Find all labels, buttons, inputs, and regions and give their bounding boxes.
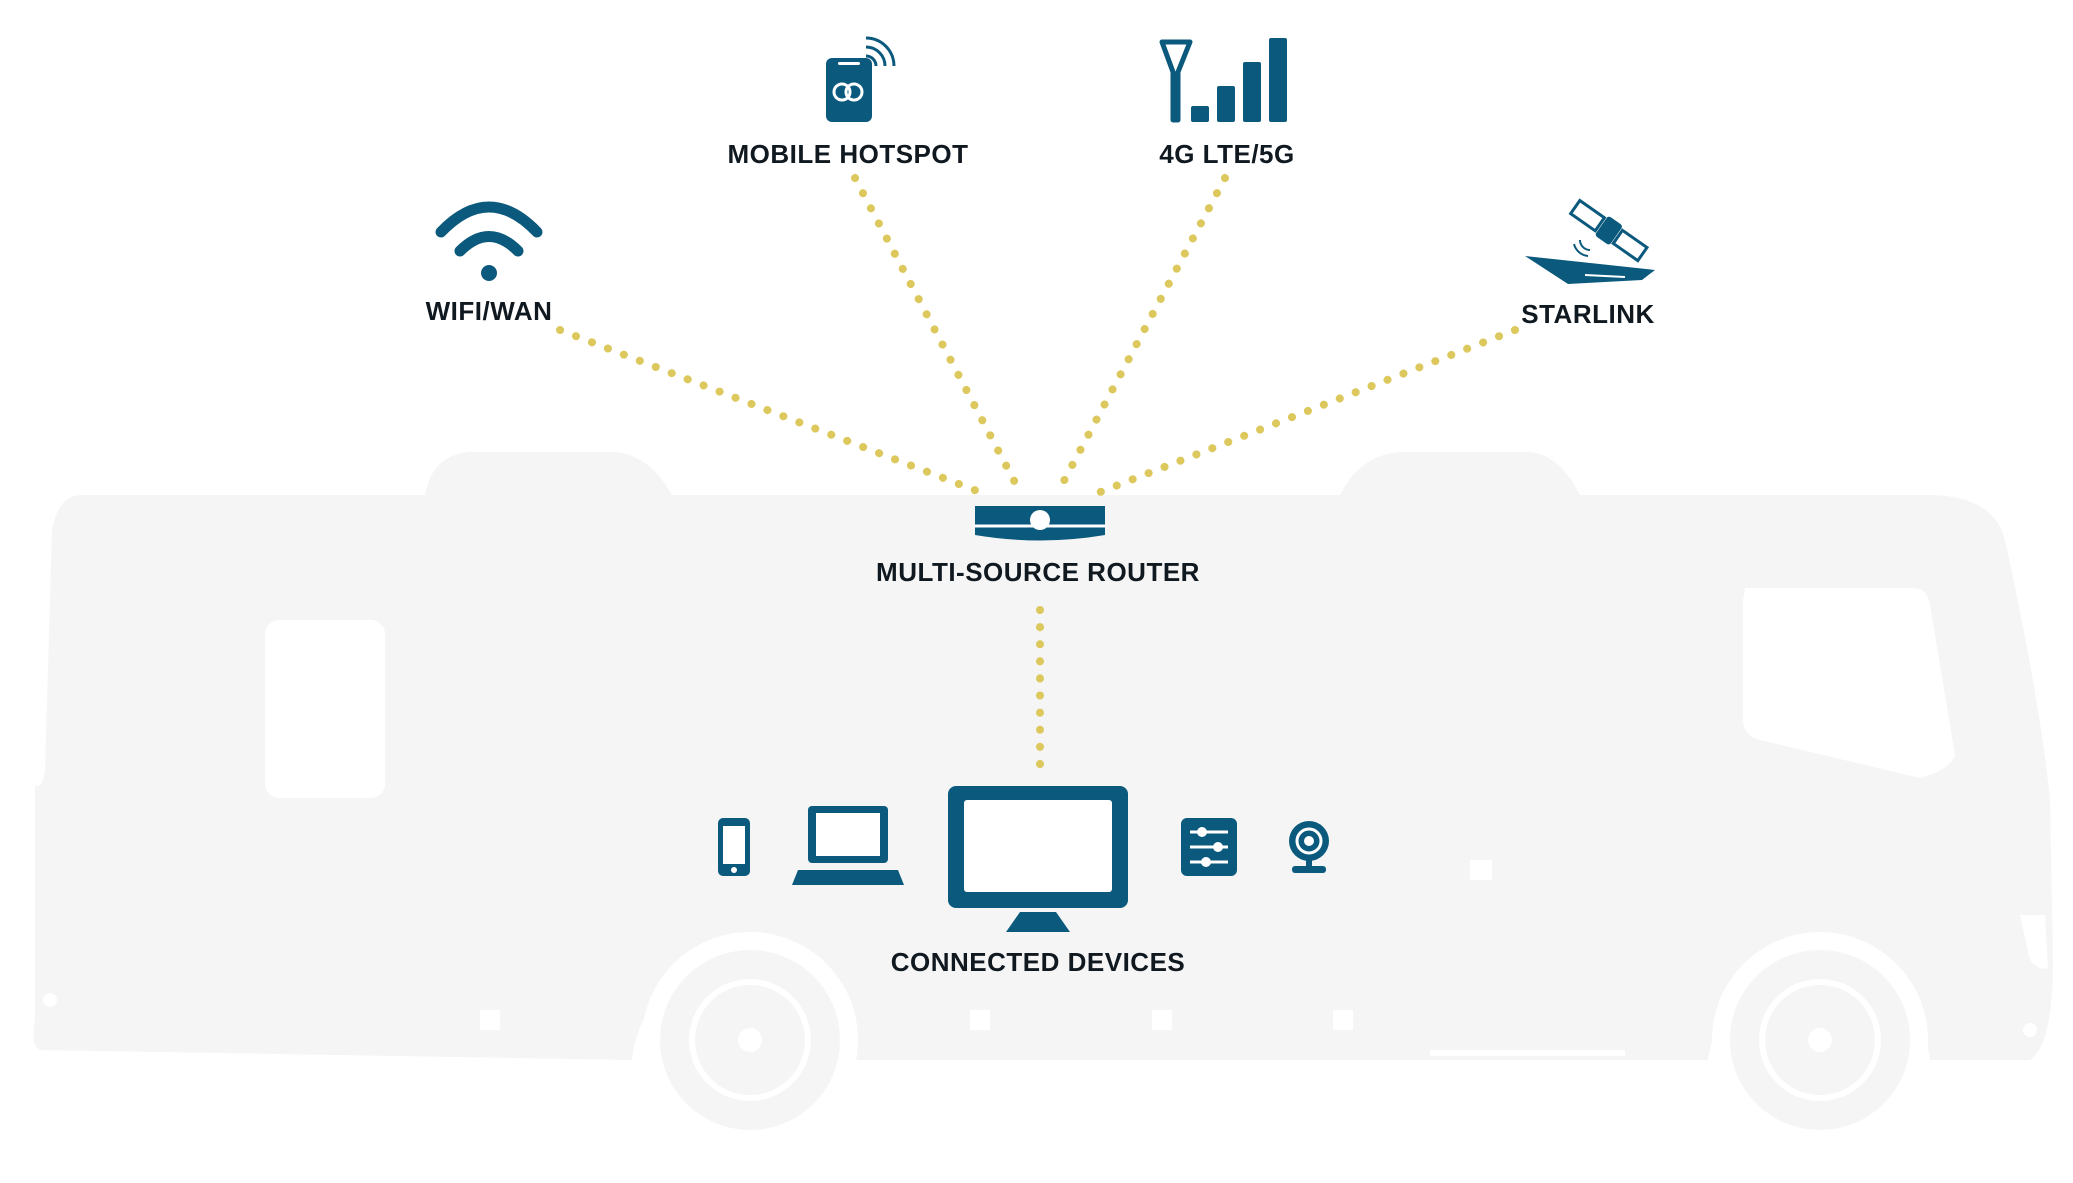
control-panel-icon — [1181, 818, 1237, 876]
label-mobile-hotspot: MOBILE HOTSPOT — [727, 139, 969, 169]
label-wifi-wan: WIFI/WAN — [425, 296, 553, 326]
rv-step — [1430, 1050, 1625, 1056]
monitor-icon — [948, 786, 1128, 932]
connection-links — [556, 174, 1519, 779]
label-connected-devices: CONNECTED DEVICES — [890, 947, 1186, 977]
rv-side-window — [265, 620, 385, 798]
wifi-icon — [435, 201, 543, 281]
label-4g-lte-5g: 4G LTE/5G — [1159, 139, 1295, 169]
link-lte_5g-to-router — [1054, 174, 1229, 496]
smartphone-icon — [718, 818, 750, 876]
cell-signal-icon — [1159, 38, 1287, 123]
link-starlink-to-router — [1086, 326, 1519, 500]
rv-marker-light — [1470, 860, 1492, 880]
rv-marker-light — [970, 1010, 990, 1030]
rv-rear-wheel — [642, 932, 858, 1148]
rv-windshield — [1743, 588, 1955, 778]
webcam-icon — [1289, 821, 1329, 873]
rv-body — [33, 452, 2053, 1060]
mobile-hotspot-icon — [826, 36, 896, 122]
rv-marker-light — [1333, 1010, 1353, 1030]
link-mobile_hotspot-to-router — [851, 174, 1024, 496]
rv-nose-light — [2020, 915, 2048, 969]
rv-tail-light — [43, 993, 57, 1007]
router-icon — [975, 506, 1105, 541]
rv-marker-light — [480, 1010, 500, 1030]
rv-marker-light — [1152, 1010, 1172, 1030]
satellite-icon — [1525, 198, 1655, 284]
label-multi-source-router: MULTI-SOURCE ROUTER — [876, 557, 1200, 587]
laptop-icon — [792, 806, 904, 885]
rv-front-wheel — [1712, 932, 1928, 1148]
label-starlink: STARLINK — [1521, 299, 1655, 329]
rv-nose-light — [2023, 1023, 2037, 1037]
rv-silhouette — [33, 452, 2053, 1148]
